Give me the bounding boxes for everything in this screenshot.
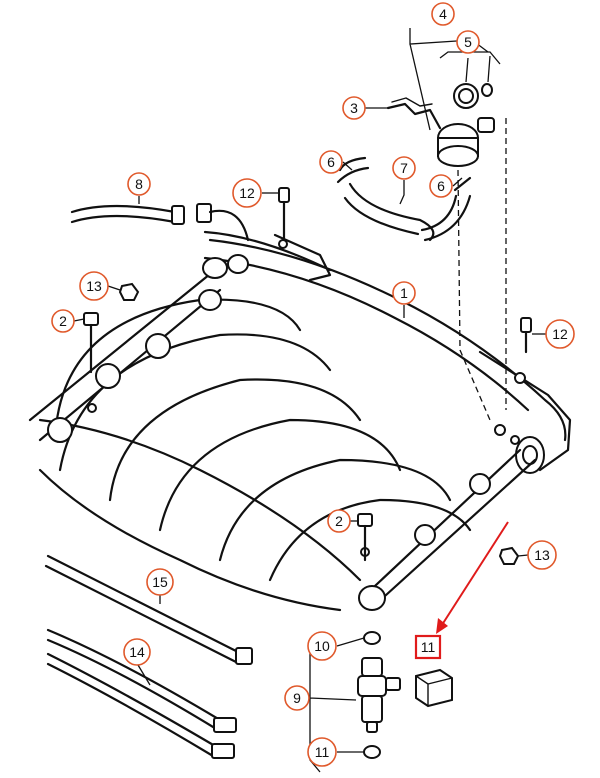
leader-lines [73, 28, 546, 773]
callout-14[interactable]: 14 [123, 638, 151, 666]
svg-text:12: 12 [239, 185, 255, 201]
svg-text:11: 11 [315, 744, 330, 760]
svg-text:8: 8 [135, 176, 143, 192]
callout-8[interactable]: 8 [127, 172, 151, 196]
svg-text:15: 15 [152, 574, 168, 590]
svg-text:1: 1 [400, 285, 408, 301]
svg-text:13: 13 [534, 547, 550, 563]
callout-10-bottom[interactable]: 11 [307, 737, 337, 767]
callout-9[interactable]: 9 [284, 685, 310, 711]
callout-3[interactable]: 3 [342, 96, 366, 120]
bolt [83, 312, 373, 562]
svg-text:14: 14 [129, 644, 145, 660]
callout-11-highlight[interactable]: 11 [414, 634, 442, 660]
part-11-block [415, 668, 453, 708]
callout-12-top[interactable]: 12 [232, 178, 262, 208]
svg-text:6: 6 [437, 178, 445, 194]
svg-text:3: 3 [350, 100, 358, 116]
cable-tie [44, 554, 253, 759]
nut [118, 282, 520, 565]
svg-text:5: 5 [464, 34, 472, 50]
pressure-regulator [386, 83, 507, 421]
injector [357, 657, 401, 733]
svg-text:11: 11 [421, 639, 436, 655]
callout-6-left[interactable]: 6 [319, 150, 343, 174]
svg-text:2: 2 [59, 313, 67, 329]
callout-15[interactable]: 15 [146, 568, 174, 596]
svg-text:2: 2 [335, 513, 343, 529]
fuel-hose [336, 156, 472, 242]
vacuum-hose [70, 203, 332, 272]
callout-7[interactable]: 7 [392, 156, 416, 180]
callout-4[interactable]: 4 [431, 2, 455, 26]
highlight-arrow [436, 521, 509, 634]
svg-text:6: 6 [327, 154, 335, 170]
callout-5[interactable]: 5 [456, 30, 480, 54]
svg-text:4: 4 [439, 6, 447, 22]
stud [278, 187, 532, 354]
callout-12-right[interactable]: 12 [545, 319, 575, 349]
svg-text:7: 7 [400, 160, 408, 176]
callout-1[interactable]: 1 [392, 281, 416, 305]
callout-2-left[interactable]: 2 [51, 309, 75, 333]
callout-10-top[interactable]: 10 [307, 631, 337, 661]
svg-text:13: 13 [86, 278, 102, 294]
svg-text:10: 10 [314, 638, 330, 654]
callout-6-right[interactable]: 6 [429, 174, 453, 198]
svg-text:9: 9 [293, 690, 301, 706]
svg-text:12: 12 [552, 326, 568, 342]
callout-13-right[interactable]: 13 [527, 540, 557, 570]
callout-13-left[interactable]: 13 [79, 271, 109, 301]
callout-2-lower[interactable]: 2 [327, 509, 351, 533]
